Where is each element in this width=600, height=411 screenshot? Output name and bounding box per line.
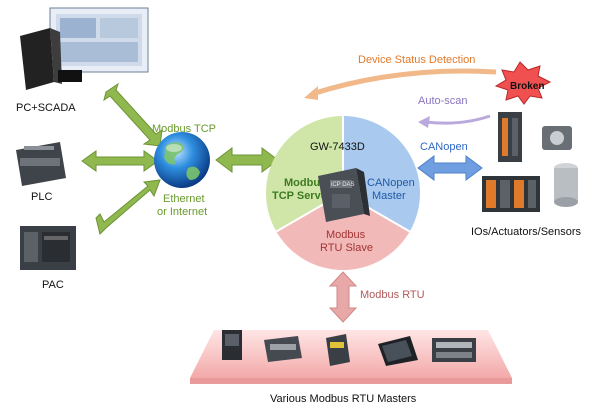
arrow-pac-globe [95, 179, 161, 235]
auto-scan-label: Auto-scan [418, 95, 468, 107]
gateway-device-icon [326, 334, 350, 366]
ios-label: IOs/Actuators/Sensors [471, 226, 582, 238]
modbus-tcp-label: Modbus TCP [152, 123, 216, 135]
ethernet-label-line1: Ethernet [163, 193, 205, 205]
green-sector-line2: TCP Server [272, 190, 332, 202]
arrow-gateway-ios [417, 155, 483, 181]
green-sector-line1: Modbus [284, 177, 326, 189]
hmi-icon [378, 336, 418, 366]
masters-label: Various Modbus RTU Masters [270, 393, 417, 405]
ethernet-label-line2: or Internet [157, 206, 207, 218]
broken-label: Broken [510, 81, 544, 92]
pac-label: PAC [42, 279, 64, 291]
gateway-device-logo: iCP DAS [331, 182, 355, 188]
canopen-label: CANopen [420, 141, 468, 153]
red-sector-line1: Modbus [326, 229, 366, 241]
arrow-plc-globe [81, 150, 159, 172]
io-module-icon [498, 112, 522, 162]
pc-scada-station: PC+SCADA [16, 7, 149, 114]
blue-sector-line2: Master [372, 190, 406, 202]
rtu-masters-devices [222, 330, 476, 366]
hmi-icon [222, 330, 242, 360]
broken-burst-icon: Broken [494, 61, 552, 105]
pac-icon [20, 226, 76, 270]
arrow-gateway-masters [328, 271, 358, 323]
pc-tower-icon [20, 28, 82, 90]
globe-icon [154, 132, 210, 188]
arrow-globe-gateway [215, 147, 279, 173]
product-name: GW-7433D [310, 141, 365, 153]
sensor-icon [542, 126, 572, 150]
modbus-rtu-label: Modbus RTU [360, 289, 425, 301]
gateway-device-icon: iCP DAS [318, 168, 370, 222]
io-module-icon [482, 176, 540, 212]
auto-scan-arrow [418, 114, 491, 128]
device-status-label: Device Status Detection [358, 54, 475, 66]
plc-icon [16, 142, 66, 186]
monitor-icon [49, 7, 149, 73]
arrow-pc-globe [103, 82, 163, 147]
io-devices-group [482, 112, 578, 212]
plc-icon [264, 336, 302, 362]
sensor-icon [554, 163, 578, 207]
blue-sector-line1: CANopen [367, 177, 415, 189]
status-arrow [304, 68, 497, 100]
plc-station: PLC [16, 142, 66, 203]
pac-station: PAC [20, 226, 76, 291]
plc-label: PLC [31, 191, 52, 203]
pc-label: PC+SCADA [16, 102, 76, 114]
red-sector-line2: RTU Slave [320, 242, 373, 254]
plc-icon [432, 338, 476, 362]
